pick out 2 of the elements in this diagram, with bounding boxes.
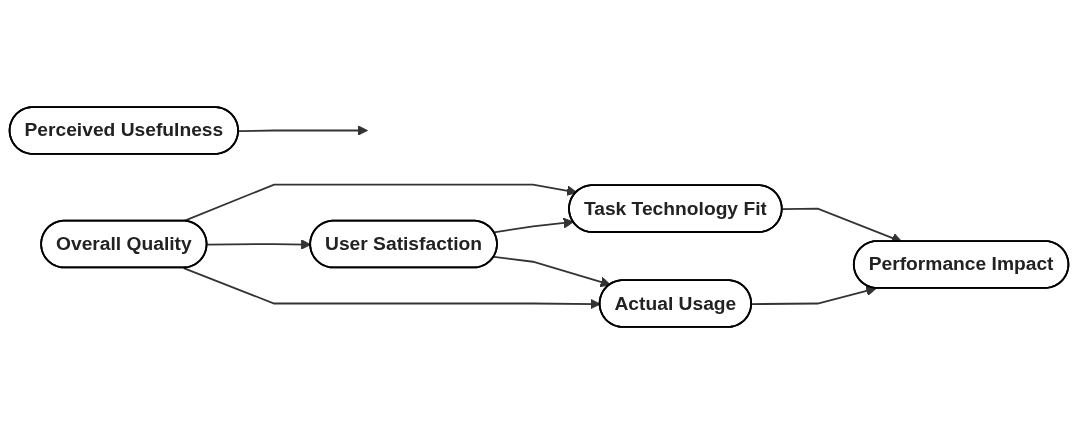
arrow	[493, 256, 611, 288]
arrow	[493, 217, 574, 234]
